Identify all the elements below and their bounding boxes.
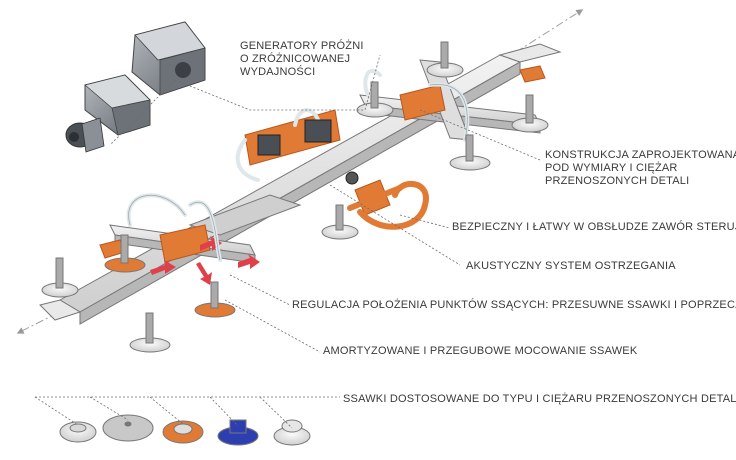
vacuum-generator-medium-icon: [84, 74, 151, 136]
suction-cup-icon: [104, 234, 146, 273]
control-valve-icon: [347, 180, 429, 230]
frame-suction-cups: [41, 41, 549, 353]
suction-cup-icon: [59, 421, 97, 443]
cup-assortment: [59, 414, 311, 446]
vacuum-generators: [65, 21, 206, 153]
label-mounting: AMORTYZOWANE I PRZEGUBOWE MOCOWANIE SSAW…: [323, 345, 638, 357]
label-generators: GENERATORY PRÓŻNI O ZRÓŻNICOWANEJ WYDAJN…: [240, 40, 364, 79]
suction-cup-icon: [217, 419, 259, 446]
suction-cup-icon: [273, 419, 311, 446]
leader-lines: [34, 54, 541, 429]
label-construction-line-2: POD WYMIARY I CIĘŻAR: [545, 162, 678, 174]
acoustic-alarm-icon: [257, 119, 359, 185]
label-valve: BEZPIECZNY I ŁATWY W OBSŁUDZE ZAWÓR STER…: [452, 221, 736, 233]
suction-cup-icon: [449, 134, 491, 171]
label-construction-line-3: PRZENOSZONYCH DETALI: [545, 175, 690, 187]
label-construction: KONSTRUKCJA ZAPROJEKTOWANA POD WYMIARY I…: [545, 149, 736, 188]
label-construction-line-1: KONSTRUKCJA ZAPROJEKTOWANA: [545, 149, 736, 161]
suction-cup-icon: [321, 204, 359, 240]
label-generators-line-1: GENERATORY PRÓŻNI: [240, 40, 364, 52]
suction-cup-icon: [426, 41, 464, 78]
suction-cup-icon: [129, 312, 171, 353]
vacuum-generator-small-icon: [65, 117, 105, 153]
suction-cup-icon: [356, 81, 394, 118]
vacuum-generator-large-icon: [131, 21, 206, 96]
label-alarm: AKUSTYCZNY SYSTEM OSTRZEGANIA: [466, 260, 676, 272]
suction-cup-icon: [162, 420, 204, 444]
label-adjustment: REGULACJA POŁOŻENIA PUNKTÓW SSĄCYCH: PRZ…: [292, 299, 736, 311]
suction-cup-icon: [511, 94, 549, 133]
label-generators-line-2: O ZRÓŻNICOWANEJ: [240, 53, 351, 65]
suction-cup-icon: [102, 414, 154, 442]
label-cups: SSAWKI DOSTOSOWANE DO TYPU I CIĘŻARU PRZ…: [343, 393, 736, 405]
suction-cup-icon: [41, 257, 79, 298]
hoses-outline: [128, 84, 468, 261]
suction-cup-icon: [194, 281, 236, 318]
label-generators-line-3: WYDAJNOŚCI: [240, 66, 316, 78]
